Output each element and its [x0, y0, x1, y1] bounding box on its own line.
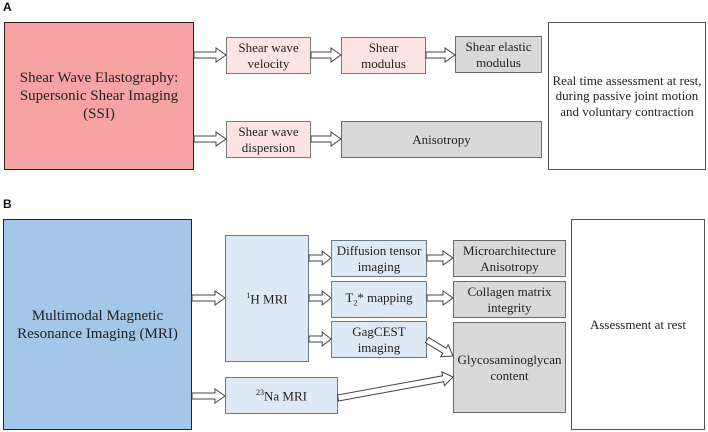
assessment-b-text: Assessment at rest: [589, 316, 687, 332]
arrow-12: [424, 336, 454, 358]
gagcest-line2: imaging: [357, 339, 401, 355]
h-mri-label: H MRI: [250, 290, 288, 306]
arrow-7: [308, 249, 332, 267]
t2-suffix: * mapping: [357, 290, 413, 306]
gag-line1: Glycosaminoglycan: [457, 351, 562, 367]
dispersion-line1: Shear wave: [238, 123, 299, 139]
arrow-9: [308, 330, 332, 348]
arrow-6: [191, 388, 226, 404]
t2-prefix: T: [345, 290, 354, 306]
dti-line1: Diffusion tensor: [336, 242, 422, 258]
panel-b-label: B: [3, 197, 12, 211]
elastic-line2: modulus: [476, 54, 521, 70]
na-mri-text: 23Na MRI: [256, 388, 307, 404]
h-mri-sup: 1: [246, 290, 251, 300]
rest-assessment-box: Assessment at rest: [571, 219, 705, 430]
dispersion-line2: dispersion: [241, 139, 296, 155]
assessment-a-line1: Real time assessment at rest,: [552, 72, 702, 88]
arrow-11: [426, 290, 454, 306]
t2-mapping-box: T2* mapping: [331, 281, 427, 318]
elastic-line1: Shear elastic: [465, 38, 532, 54]
arrow-13: [336, 371, 454, 402]
dti-line2: imaging: [357, 258, 401, 274]
gagcest-line1: GagCEST: [352, 323, 406, 339]
swe-line1: Shear Wave Elastography:: [19, 70, 179, 86]
arrow-5: [191, 290, 226, 306]
anisotropy-box: Anisotropy: [341, 121, 542, 158]
anisotropy-text: Anisotropy: [412, 131, 471, 147]
micro-line1: Microarchitecture: [462, 242, 557, 258]
panel-a-label: A: [3, 0, 12, 14]
assessment-a-line3: and voluntary contraction: [560, 103, 694, 119]
na-mri-label: Na MRI: [264, 387, 307, 403]
swe-source-box: Shear Wave Elastography: Supersonic Shear…: [4, 22, 194, 170]
modulus-line1: Shear: [368, 39, 399, 55]
collagen-line2: integrity: [487, 299, 532, 315]
assessment-a-line2: during passive joint motion: [555, 88, 699, 104]
micro-line2: Anisotropy: [480, 258, 539, 274]
t2-sub: 2: [353, 299, 358, 308]
arrow-0: [193, 47, 227, 63]
velocity-line1: Shear wave: [238, 39, 299, 55]
modulus-line2: modulus: [361, 55, 406, 71]
arrow-8: [308, 289, 332, 307]
mri-line1: Multimodal Magnetic: [31, 307, 164, 324]
gag-line2: content: [490, 367, 529, 383]
arrow-3: [193, 131, 227, 147]
h-mri-text: 1H MRI: [246, 291, 287, 307]
na-mri-sup: 23: [256, 387, 265, 397]
velocity-line2: velocity: [247, 55, 290, 71]
collagen-line1: Collagen matrix: [467, 283, 552, 299]
swe-line2: Supersonic Shear Imaging (SSI): [19, 88, 179, 122]
na-mri-box: 23Na MRI: [225, 377, 338, 414]
t2-text: T2* mapping: [345, 290, 412, 308]
arrow-1: [310, 47, 342, 63]
realtime-assessment-box: Real time assessment at rest,during pass…: [548, 22, 706, 170]
h-mri-box: 1H MRI: [225, 235, 309, 362]
arrow-4: [310, 131, 342, 147]
arrow-2: [425, 47, 456, 63]
arrow-10: [426, 250, 454, 266]
mri-line2: Resonance Imaging (MRI): [17, 325, 178, 342]
